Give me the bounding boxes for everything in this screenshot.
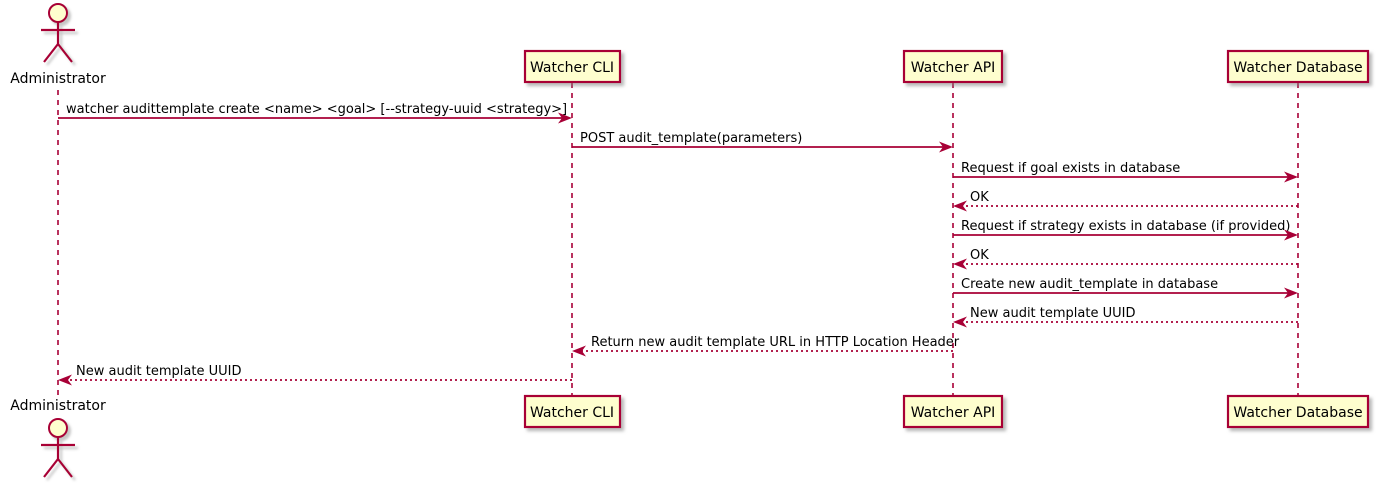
message-4-arrow-head	[953, 200, 967, 212]
participant-label-watcher-api-top: Watcher API	[911, 60, 996, 76]
participant-box-watcher-cli-bottom	[523, 394, 622, 429]
message-6[interactable]: OK	[953, 248, 1298, 270]
message-1[interactable]: watcher audittemplate create <name> <goa…	[58, 102, 572, 124]
message-2[interactable]: POST audit_template(parameters)	[572, 131, 953, 153]
participant-box-watcher-database-top	[1226, 49, 1370, 84]
actor-label-administrator-top: Administrator	[10, 71, 106, 87]
message-3-label: Request if goal exists in database	[961, 161, 1180, 176]
message-8-label: New audit template UUID	[970, 306, 1135, 321]
participant-watcher-cli-top[interactable]: Watcher CLI	[523, 49, 622, 84]
message-4[interactable]: OK	[953, 190, 1298, 212]
message-5[interactable]: Request if strategy exists in database (…	[953, 219, 1298, 241]
message-10-arrow-head	[58, 374, 72, 386]
message-6-arrow-head	[953, 258, 967, 270]
participant-box-watcher-api-top	[902, 49, 1004, 84]
message-2-label: POST audit_template(parameters)	[580, 131, 802, 146]
message-2-arrow-head	[939, 141, 953, 153]
message-7-arrow-head	[1284, 287, 1298, 299]
message-1-arrow-head	[558, 112, 572, 124]
actor-administrator-top[interactable]: Administrator	[10, 3, 106, 87]
message-9-label: Return new audit template URL in HTTP Lo…	[591, 335, 960, 350]
message-6-label: OK	[970, 248, 989, 263]
participant-watcher-database-top[interactable]: Watcher Database	[1226, 49, 1370, 84]
message-9[interactable]: Return new audit template URL in HTTP Lo…	[572, 335, 960, 357]
participant-label-watcher-database-top: Watcher Database	[1233, 60, 1362, 76]
message-5-arrow-head	[1284, 229, 1298, 241]
participant-watcher-database-bottom[interactable]: Watcher Database	[1226, 394, 1370, 429]
message-3-arrow-head	[1284, 171, 1298, 183]
message-10-label: New audit template UUID	[76, 364, 241, 379]
actor-administrator-bottom[interactable]: Administrator	[10, 398, 106, 478]
participant-box-watcher-cli-top	[523, 49, 622, 84]
participant-label-watcher-database-bottom: Watcher Database	[1233, 405, 1362, 421]
message-10[interactable]: New audit template UUID	[58, 364, 572, 386]
lifelines-layer	[57, 83, 1299, 396]
message-3[interactable]: Request if goal exists in database	[953, 161, 1298, 183]
actor-figure-bottom	[41, 418, 75, 478]
participant-label-watcher-api-bottom: Watcher API	[911, 405, 996, 421]
participant-watcher-api-top[interactable]: Watcher API	[902, 49, 1004, 84]
participant-label-watcher-cli-top: Watcher CLI	[530, 60, 614, 76]
participant-watcher-cli-bottom[interactable]: Watcher CLI	[523, 394, 622, 429]
message-7[interactable]: Create new audit_template in database	[953, 277, 1298, 299]
message-9-arrow-head	[572, 345, 586, 357]
participant-watcher-api-bottom[interactable]: Watcher API	[902, 394, 1004, 429]
participant-box-watcher-api-bottom	[902, 394, 1004, 429]
actor-figure-top	[41, 3, 75, 63]
actor-label-administrator-bottom: Administrator	[10, 398, 106, 414]
message-7-label: Create new audit_template in database	[961, 277, 1218, 292]
participant-box-watcher-database-bottom	[1226, 394, 1370, 429]
participant-label-watcher-cli-bottom: Watcher CLI	[530, 405, 614, 421]
message-4-label: OK	[970, 190, 989, 205]
message-8-arrow-head	[953, 316, 967, 328]
message-5-label: Request if strategy exists in database (…	[961, 219, 1290, 234]
message-1-label: watcher audittemplate create <name> <goa…	[66, 102, 567, 117]
message-8[interactable]: New audit template UUID	[953, 306, 1298, 328]
